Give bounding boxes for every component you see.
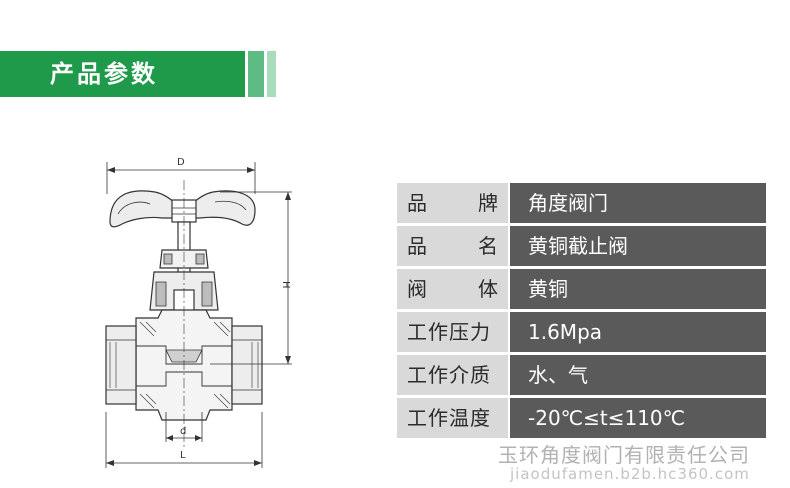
spec-label: 工作压力: [397, 312, 508, 352]
spec-label: 工作介质: [397, 355, 508, 395]
spec-value: 角度阀门: [510, 183, 766, 223]
spec-value: 1.6Mpa: [510, 312, 766, 352]
spec-label: 工作温度: [397, 398, 508, 438]
spec-row-pressure: 工作压力 1.6Mpa: [397, 312, 767, 352]
section-title: 产品参数: [50, 60, 158, 88]
section-header: 产品参数: [0, 51, 245, 97]
spec-label: 品 名: [397, 226, 508, 266]
spec-table: 品 牌 角度阀门 品 名 黄铜截止阀 阀 体 黄铜 工作压力 1.6Mpa 工作…: [397, 183, 767, 441]
dimension-label-d-inner: d: [180, 426, 186, 437]
valve-technical-drawing: D H d L: [105, 157, 292, 468]
dimension-label-d-outer: D: [177, 157, 185, 168]
header-stripe: [248, 51, 264, 97]
dimension-label-l: L: [180, 450, 186, 461]
watermark-company: 玉环角度阀门有限责任公司: [498, 443, 750, 467]
watermark-url: jiaodufamen.b2b.hc360.com: [510, 465, 750, 483]
spec-label: 品 牌: [397, 183, 508, 223]
spec-row-brand: 品 牌 角度阀门: [397, 183, 767, 223]
spec-value: -20℃≤t≤110℃: [510, 398, 766, 438]
spec-value: 水、气: [510, 355, 766, 395]
header-stripe: [267, 51, 276, 97]
spec-value: 黄铜截止阀: [510, 226, 766, 266]
spec-row-product-name: 品 名 黄铜截止阀: [397, 226, 767, 266]
dimension-label-h: H: [280, 281, 291, 289]
spec-row-temperature: 工作温度 -20℃≤t≤110℃: [397, 398, 767, 438]
spec-value: 黄铜: [510, 269, 766, 309]
spec-label: 阀 体: [397, 269, 508, 309]
spec-row-body: 阀 体 黄铜: [397, 269, 767, 309]
spec-row-medium: 工作介质 水、气: [397, 355, 767, 395]
